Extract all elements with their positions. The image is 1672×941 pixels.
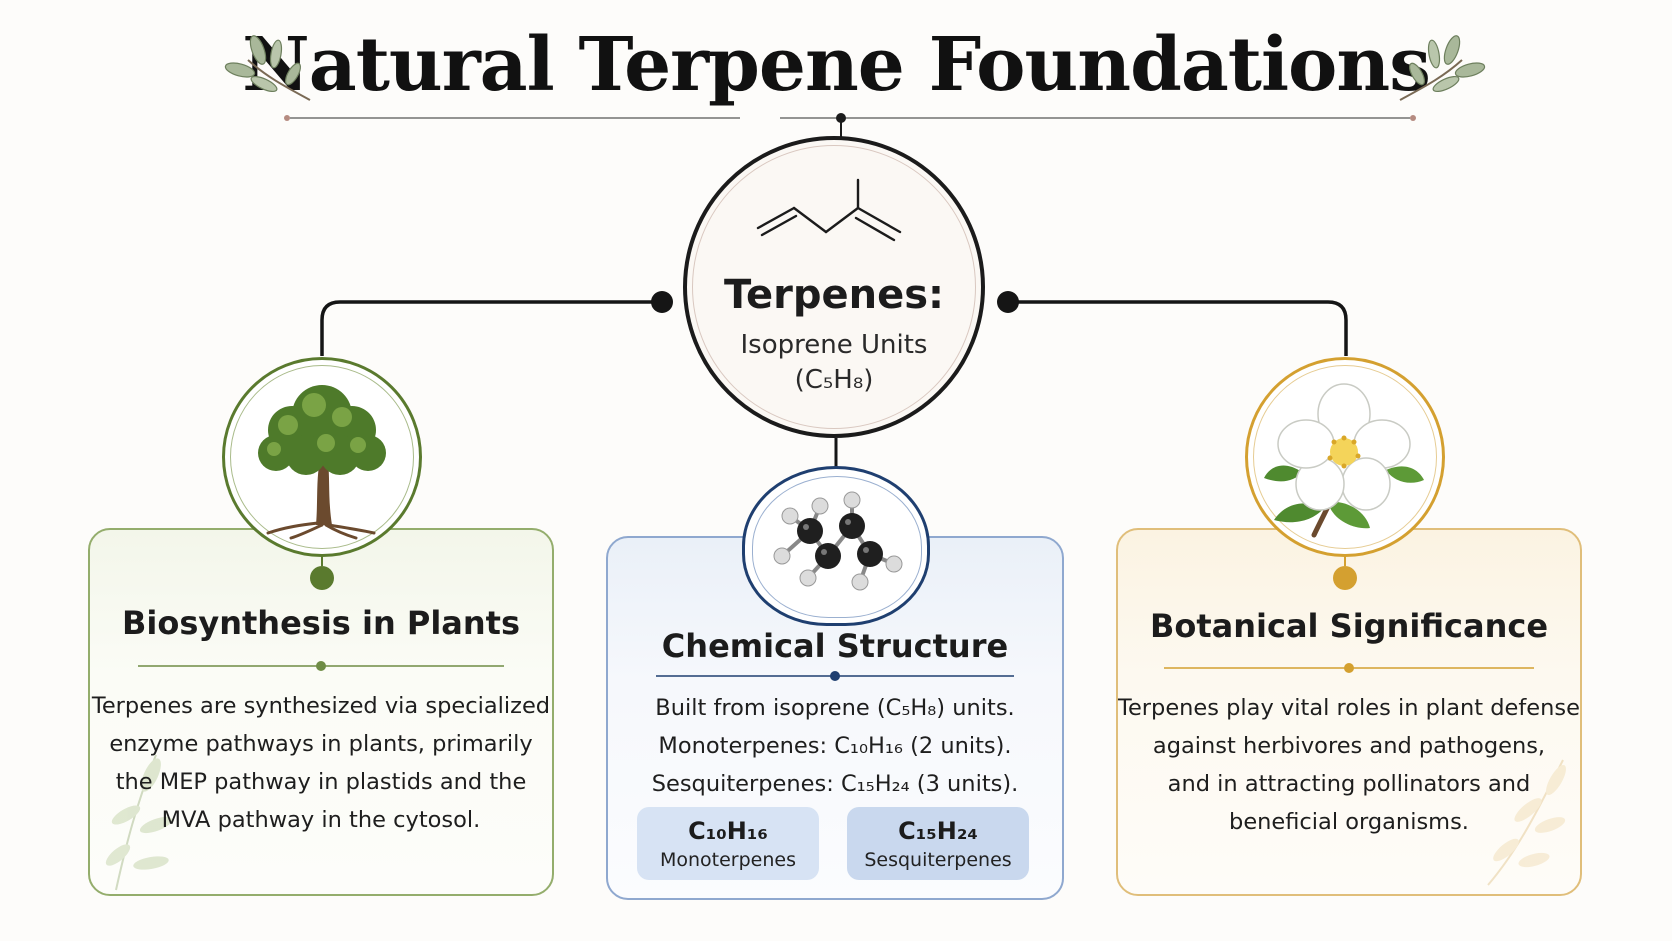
leaf-sprig-icon: [224, 35, 311, 101]
card-divider: [1164, 663, 1534, 673]
connector-right-node: [997, 291, 1019, 313]
pill-monoterpenes: C₁₀H₁₆ Monoterpenes: [637, 807, 819, 880]
connector-right: [1008, 300, 1348, 356]
card-body-biosynthesis: Terpenes are synthesized via specialized…: [88, 687, 554, 839]
body-line: enzyme pathways in plants, primarily: [109, 731, 533, 757]
connector-dot-gold: [1333, 556, 1357, 590]
card-title-biosynthesis: Biosynthesis in Plants: [121, 604, 521, 642]
card-title-botanical-significance: Botanical Significance: [1149, 607, 1549, 645]
tree-icon: [258, 385, 386, 540]
body-line: and in attracting pollinators and: [1167, 771, 1531, 797]
center-subtitle: Isoprene Units: [740, 330, 928, 360]
body-line: Terpenes are synthesized via specialized: [91, 693, 551, 719]
card-botanical-significance: [1116, 528, 1582, 896]
center-formula: (C₅H₈): [794, 365, 874, 395]
connector-left: [320, 300, 662, 356]
body-line: MVA pathway in the cytosol.: [161, 807, 481, 833]
body-line: beneficial organisms.: [1229, 809, 1469, 835]
page-title: Natural Terpene Foundations: [242, 22, 1431, 108]
molecule-model-icon: [773, 491, 903, 591]
body-line: Built from isoprene (C₅H₈) units.: [655, 695, 1015, 721]
pill-label: Sesquiterpenes: [864, 849, 1012, 871]
center-node-inner-ring: [692, 145, 976, 429]
body-line: Monoterpenes: C₁₀H₁₆ (2 units).: [658, 733, 1012, 759]
title-underline-dot: [836, 113, 846, 123]
leaf-sprig-icon: [1399, 35, 1486, 101]
card-title-chemical-structure: Chemical Structure: [661, 627, 1009, 665]
isoprene-structure-icon: [756, 178, 902, 242]
leaf-watermark-icon: [105, 754, 173, 891]
body-line: against herbivores and pathogens,: [1152, 733, 1546, 759]
connector-left-node: [651, 291, 673, 313]
flower-icon: [1264, 383, 1424, 538]
card-body-botanical-significance: Terpenes play vital roles in plant defen…: [1116, 689, 1582, 841]
pill-label: Monoterpenes: [659, 849, 796, 871]
center-title: Terpenes:: [724, 272, 944, 318]
pill-sesquiterpenes: C₁₅H₂₄ Sesquiterpenes: [847, 807, 1029, 880]
body-line: the MEP pathway in plastids and the: [115, 769, 527, 795]
connector-dot-green: [310, 556, 334, 590]
pill-formula: C₁₀H₁₆: [688, 817, 768, 845]
card-divider: [138, 661, 504, 671]
card-body-chemical-structure: Built from isoprene (C₅H₈) units. Monote…: [606, 689, 1064, 803]
body-line: Terpenes play vital roles in plant defen…: [1118, 695, 1580, 721]
leaf-watermark-icon: [1487, 759, 1566, 886]
pill-formula: C₁₅H₂₄: [898, 817, 978, 845]
body-line: Sesquiterpenes: C₁₅H₂₄ (3 units).: [651, 771, 1019, 797]
card-divider: [656, 671, 1014, 681]
